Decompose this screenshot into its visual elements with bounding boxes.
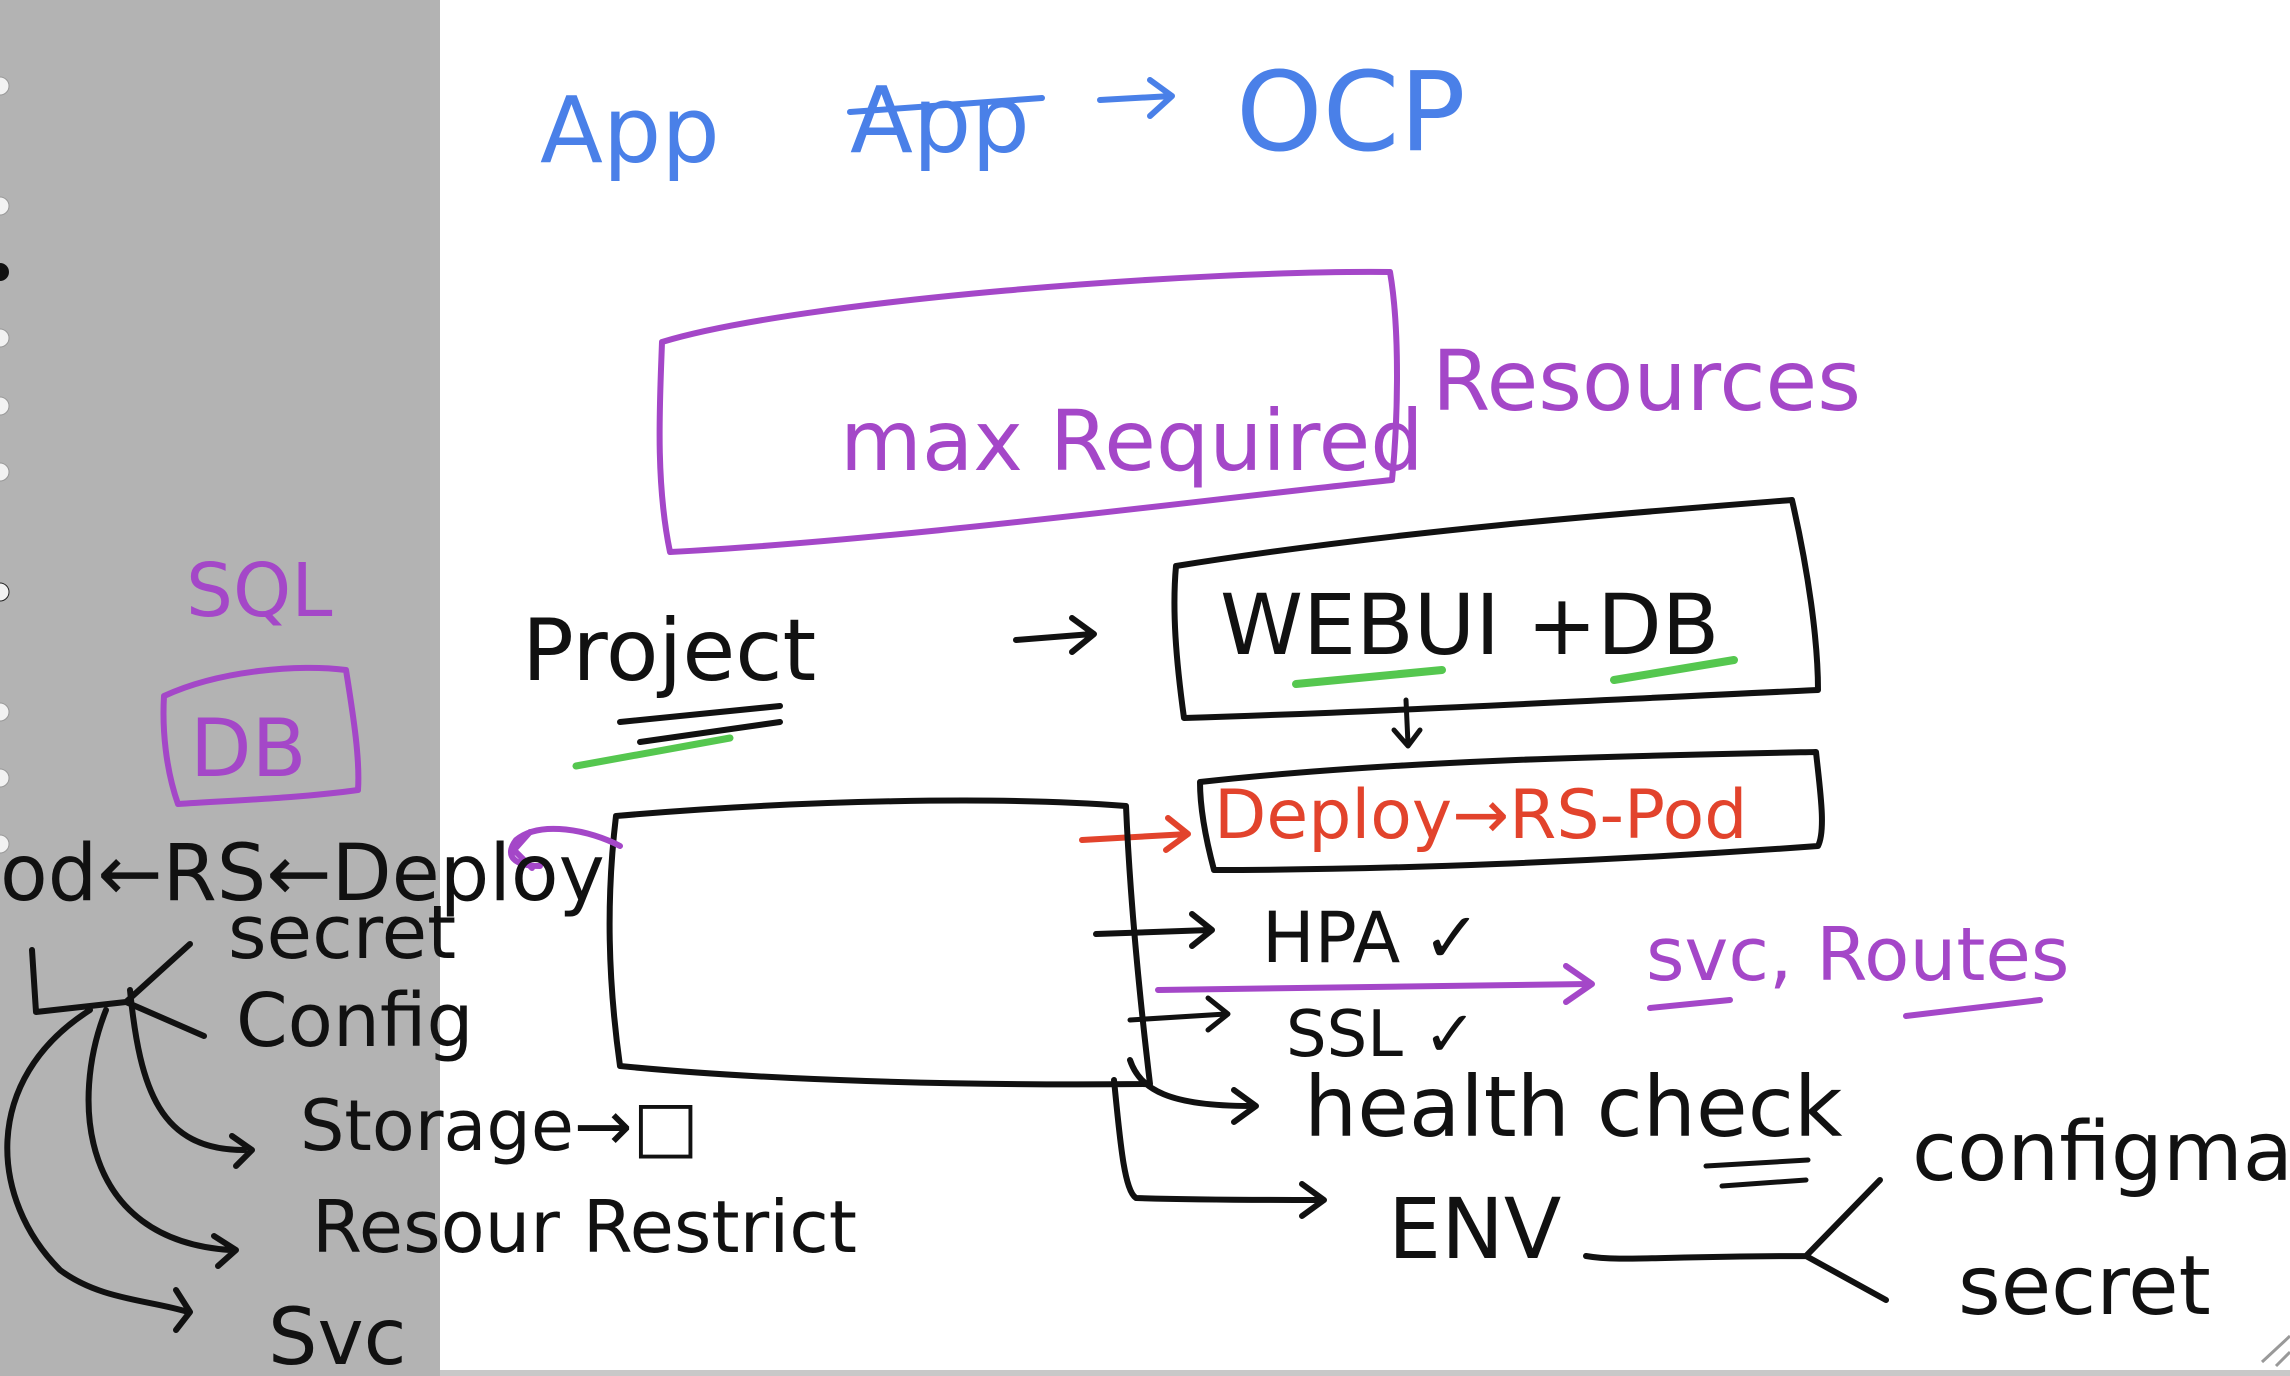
left-branch-lines [4,941,255,1333]
page-dot[interactable] [0,462,10,482]
webui-db-box [1171,497,1821,721]
bottom-border [440,1370,2290,1376]
page-dot[interactable] [0,582,10,602]
page-dot[interactable] [0,834,10,854]
webui-db-label: WEBUI +DB [1220,576,1719,674]
resour-restrict-label: Resour Restrict [312,1185,857,1269]
page-dot[interactable] [0,76,10,96]
arrow-webui-to-deploy [1391,697,1423,749]
arrow-project-to-webui [1013,615,1097,655]
arrow-env [1111,1077,1327,1219]
ocp-label: OCP [1236,48,1466,176]
db-box [160,664,362,807]
app-label: App [540,77,720,184]
configmap-label: configmap [1912,1105,2290,1200]
secret-label: secret [228,890,456,976]
arrow-into-deploy [1079,815,1191,853]
deploy-box [1197,749,1825,873]
purple-arrow-left [508,825,623,871]
arrow-app-to-ocp [1097,77,1175,119]
hpa-label: HPA ✓ [1262,897,1481,979]
sql-label: SQL [186,548,332,634]
side-panel [0,0,440,1376]
project-underline [617,703,783,745]
max-required-box [656,268,1400,555]
page-dot[interactable] [0,768,10,788]
page-dot[interactable] [0,196,10,216]
central-box [606,797,1153,1088]
env-label: ENV [1388,1180,1561,1278]
health-check-label: health check [1304,1058,1843,1156]
page-dot[interactable] [0,396,10,416]
ssl-label: SSL ✓ [1286,998,1477,1072]
svc-left-label: Svc [268,1293,407,1376]
project-green-underline [572,734,734,770]
arrow-health-check [1127,1057,1259,1125]
page-dot-active[interactable] [0,263,9,281]
app-struck-label: App [850,67,1030,174]
strike-line [847,95,1045,115]
svc-routes-label: svc, Routes [1646,912,2069,998]
db-label: DB [190,702,306,795]
arrow-ssl [1127,995,1231,1033]
health-check-underline [1703,1157,1811,1189]
secret-right-label: secret [1958,1239,2211,1334]
config-label: Config [236,978,473,1064]
db-green-underline [1610,656,1738,684]
page-dot[interactable] [0,328,10,348]
arrow-svc-routes [1155,963,1595,1005]
deploy-rs-pod-label: Deploy→RS-Pod [1214,776,1747,855]
webui-green-underline [1292,666,1446,688]
env-branch [1583,1177,1889,1303]
max-required-label: max Required [840,392,1424,490]
pod-rs-deploy-label: od←RS←Deploy [0,829,605,919]
resources-label: Resources [1432,332,1861,430]
svc-routes-underline [1647,997,2043,1019]
arrow-hpa [1093,911,1215,949]
page-dot[interactable] [0,702,10,722]
project-label: Project [522,601,816,701]
corner-resize-handle[interactable] [2260,1334,2290,1368]
storage-label: Storage→□ [300,1085,699,1167]
page-dots [0,76,10,854]
